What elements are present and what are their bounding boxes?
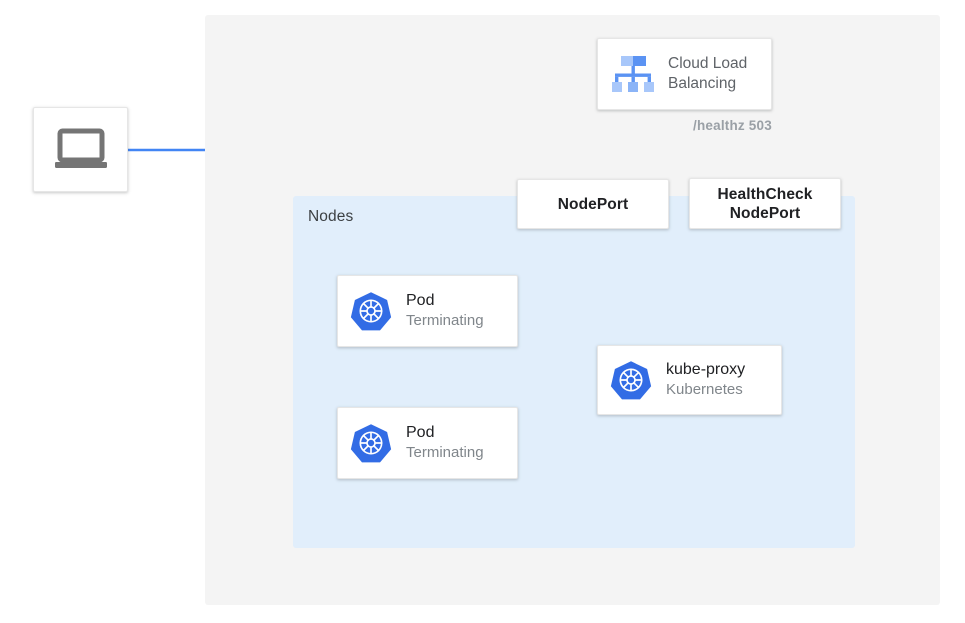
healthcheck-nodeport-label: HealthCheck NodePort: [718, 185, 813, 223]
healthcheck-nodeport-line-1: HealthCheck: [717, 185, 813, 203]
nodeport-node[interactable]: NodePort: [517, 179, 669, 229]
kube-proxy-subtitle: Kubernetes: [666, 381, 743, 398]
cloud-load-balancing-line-1: Cloud Load: [668, 55, 748, 72]
kube-proxy-node[interactable]: kube-proxy Kubernetes: [597, 345, 782, 415]
healthcheck-nodeport-node[interactable]: HealthCheck NodePort: [689, 178, 841, 229]
pod-2-title: Pod: [406, 424, 435, 441]
kubernetes-icon: [350, 422, 392, 464]
pod-node-1[interactable]: Pod Terminating: [337, 275, 518, 347]
cloud-load-balancing-icon: [608, 52, 658, 96]
pod-2-status: Terminating: [406, 444, 484, 461]
pod-2-text: Pod Terminating: [406, 423, 484, 463]
kube-proxy-text: kube-proxy Kubernetes: [666, 360, 745, 400]
pod-1-text: Pod Terminating: [406, 291, 484, 331]
cloud-load-balancing-label: Cloud Load Balancing: [668, 54, 747, 94]
kubernetes-icon: [350, 290, 392, 332]
cloud-load-balancing-node[interactable]: Cloud Load Balancing: [597, 38, 772, 110]
nodeport-label: NodePort: [557, 195, 629, 213]
healthz-status-label: /healthz 503: [693, 118, 772, 133]
cloud-load-balancing-line-2: Balancing: [668, 75, 737, 92]
laptop-icon: [53, 128, 109, 172]
pod-1-status: Terminating: [406, 312, 484, 329]
client-node[interactable]: [33, 107, 128, 192]
pod-1-title: Pod: [406, 292, 435, 309]
healthcheck-nodeport-line-2: NodePort: [729, 204, 801, 222]
kube-proxy-title: kube-proxy: [666, 361, 746, 378]
pod-node-2[interactable]: Pod Terminating: [337, 407, 518, 479]
kubernetes-icon: [610, 359, 652, 401]
nodes-panel-label: Nodes: [308, 208, 354, 225]
